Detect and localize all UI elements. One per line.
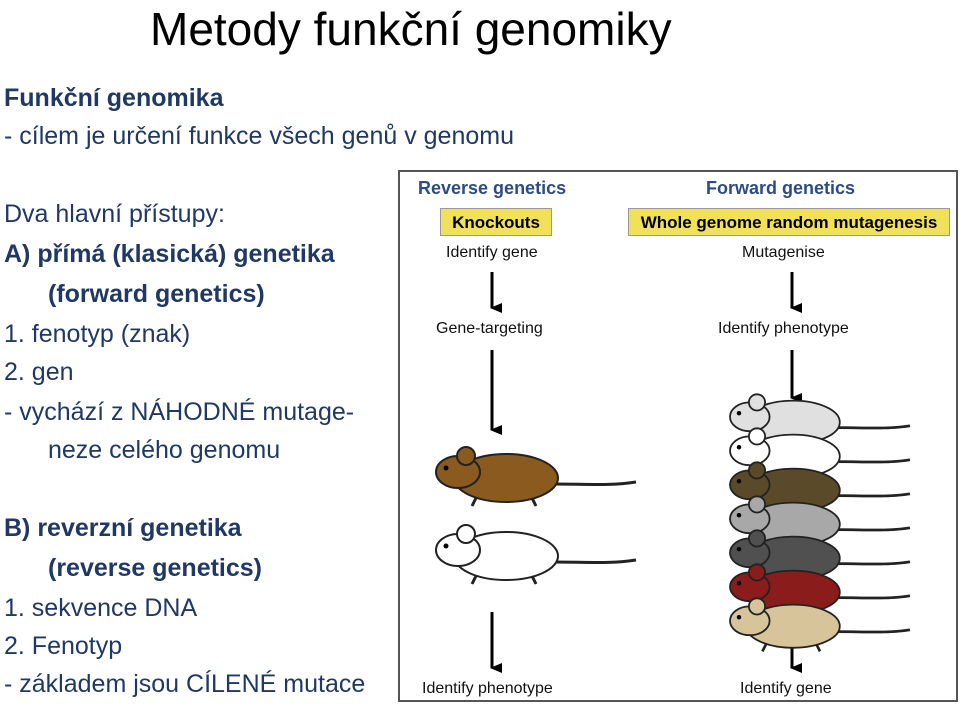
knockouts-badge: Knockouts [440, 208, 552, 236]
identify-gene-forward-step: Identify gene [740, 680, 832, 697]
reverse-step-1: 1. sekvence DNA [4, 594, 198, 622]
forward-mouse-3 [729, 461, 911, 517]
identify-gene-step: Identify gene [446, 244, 538, 261]
forward-mouse-6 [729, 563, 911, 619]
forward-note-line1: - vychází z NÁHODNÉ mutage- [4, 398, 355, 426]
genetics-figure: Reverse genetics Forward genetics Knocko… [398, 170, 958, 702]
forward-step-2: 2. gen [4, 358, 74, 386]
forward-mouse-1 [729, 393, 911, 449]
reverse-note: - základem jsou CÍLENÉ mutace [4, 670, 366, 698]
intro-line: - cílem je určení funkce všech genů v ge… [4, 122, 514, 150]
forward-mouse-7 [729, 597, 911, 653]
forward-step-1: 1. fenotyp (znak) [4, 320, 191, 348]
reverse-mouse-2 [435, 524, 637, 585]
identify-phenotype-step: Identify phenotype [422, 680, 553, 697]
mutagenise-step: Mutagenise [742, 244, 825, 261]
identify-phenotype-forward-step: Identify phenotype [718, 320, 849, 337]
gene-targeting-step: Gene-targeting [436, 320, 543, 337]
reverse-title: B) reverzní genetika [4, 514, 242, 542]
forward-genetics-heading: Forward genetics [706, 178, 856, 198]
reverse-mouse-1 [435, 446, 637, 507]
forward-note-line2: neze celého genomu [48, 436, 281, 464]
slide-title: Metody funkční genomiky [150, 3, 672, 55]
forward-subtitle: (forward genetics) [48, 280, 265, 308]
reverse-genetics-heading: Reverse genetics [418, 178, 567, 198]
figure-drawing [435, 272, 911, 673]
reverse-step-2: 2. Fenotyp [4, 632, 123, 660]
forward-mouse-4 [729, 495, 911, 551]
forward-title: A) přímá (klasická) genetika [4, 240, 335, 268]
reverse-subtitle: (reverse genetics) [48, 554, 263, 582]
random-mutagenesis-badge: Whole genome random mutagenesis [628, 208, 950, 236]
approaches-heading: Dva hlavní přístupy: [4, 200, 225, 228]
intro-heading: Funkční genomika [4, 84, 224, 112]
